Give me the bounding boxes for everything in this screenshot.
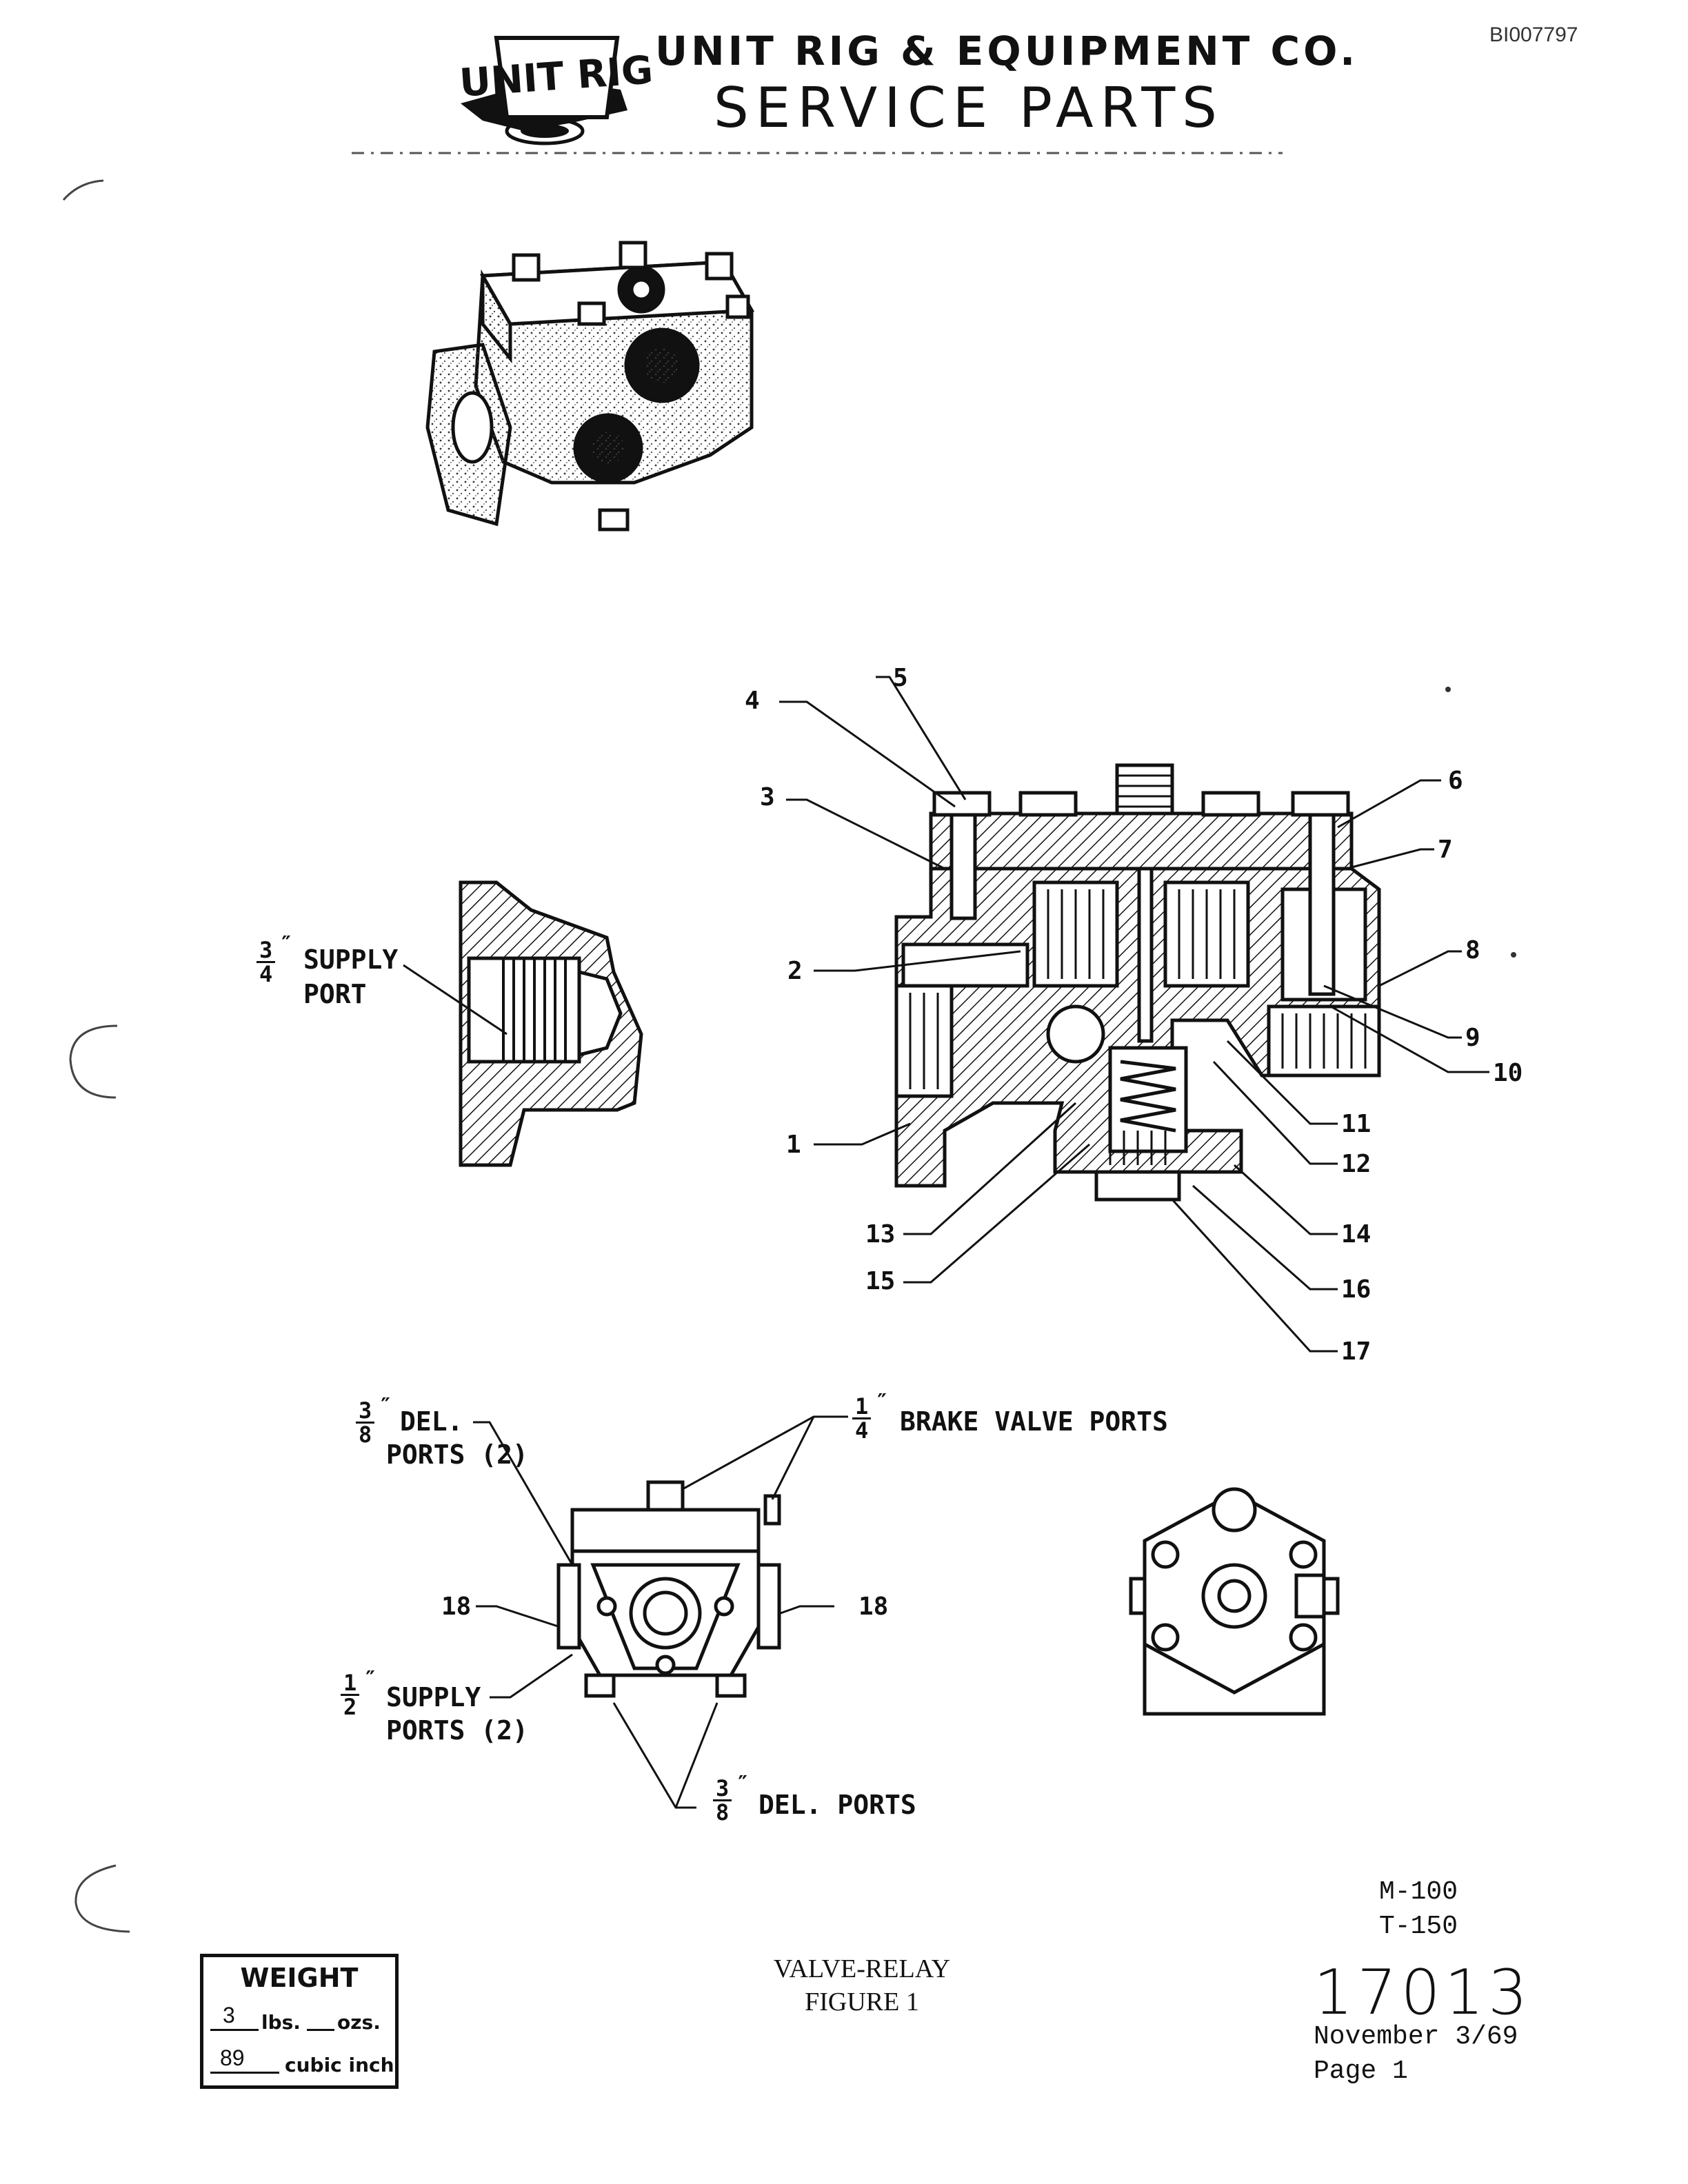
callout-15: 15: [865, 1267, 896, 1295]
page-title: SERVICE PARTS: [714, 76, 1224, 140]
callout-18-left: 18: [441, 1593, 472, 1621]
inch-mark: ″: [736, 1772, 750, 1796]
callout-3: 3: [760, 783, 775, 811]
page-number: Page 1: [1314, 2056, 1408, 2086]
callout-11: 11: [1341, 1110, 1372, 1138]
valve-front-view: [556, 1480, 781, 1698]
ozs-underline: [307, 2029, 334, 2031]
weight-ozs-unit: ozs.: [337, 2011, 381, 2034]
callout-4: 4: [745, 687, 760, 715]
valve-cross-section: [894, 763, 1381, 1202]
valve-iso-illustration: [425, 241, 755, 532]
document-id: BI007797: [1489, 23, 1578, 46]
callout-6: 6: [1448, 767, 1463, 795]
weight-lbs-unit: lbs.: [261, 2011, 301, 2034]
date-block: November 3/69 Page 1: [1314, 2020, 1518, 2089]
callout-18-right: 18: [858, 1593, 889, 1621]
model-list: M-100 T-150: [1379, 1875, 1458, 1944]
model-m100: M-100: [1379, 1877, 1458, 1907]
supply-port-label-2: PORT: [303, 979, 367, 1009]
callout-10: 10: [1493, 1059, 1523, 1087]
brake-valve-fraction: 1 4: [852, 1395, 872, 1442]
figure-caption: VALVE-RELAY FIGURE 1: [758, 1952, 965, 2019]
weight-title: WEIGHT: [240, 1963, 359, 1993]
supply-ports-fraction: 1 2: [341, 1672, 360, 1718]
company-name: UNIT RIG & EQUIPMENT CO.: [655, 28, 1359, 74]
del-ports-label: DEL.: [400, 1406, 463, 1437]
weight-lbs-value: 3: [223, 2003, 235, 2028]
del-ports-bottom-label: DEL. PORTS: [758, 1790, 916, 1820]
callout-12: 12: [1341, 1150, 1372, 1178]
cubic-unit: cubic inch: [285, 2054, 394, 2076]
callout-8: 8: [1465, 936, 1480, 964]
cubic-value: 89: [220, 2045, 245, 2070]
callout-9: 9: [1465, 1024, 1480, 1052]
callout-14: 14: [1341, 1220, 1372, 1248]
callout-2: 2: [787, 957, 803, 985]
inch-mark: ″: [379, 1394, 392, 1418]
callout-7: 7: [1438, 836, 1453, 864]
callout-17: 17: [1341, 1337, 1372, 1366]
binder-holes: [62, 179, 130, 1933]
issue-date: November 3/69: [1314, 2022, 1518, 2052]
supply-port-label: SUPPLY: [303, 944, 399, 975]
weight-box: WEIGHT 3 lbs. ozs. 89 cubic inch: [200, 1954, 399, 2089]
callout-leaders: [779, 676, 1489, 1353]
inch-mark: ″: [876, 1390, 889, 1414]
callout-16: 16: [1341, 1275, 1372, 1304]
caption-line-1: VALVE-RELAY: [773, 1954, 951, 1983]
valve-top-view: [1129, 1487, 1340, 1716]
lbs-underline: [210, 2029, 259, 2031]
part-number: 17013: [1314, 1957, 1532, 2029]
model-t150: T-150: [1379, 1912, 1458, 1941]
unit-rig-logo: UNIT RIG: [458, 36, 654, 145]
supply-ports-label-2: PORTS (2): [386, 1715, 528, 1746]
inch-mark: ″: [280, 932, 293, 956]
del-ports-fraction: 3 8: [356, 1399, 375, 1446]
supply-port-section: [459, 880, 643, 1167]
callout-5: 5: [893, 664, 908, 692]
del-ports-label-2: PORTS (2): [386, 1439, 528, 1470]
supply-port-fraction: 3 4: [257, 939, 276, 985]
callout-1: 1: [786, 1131, 801, 1159]
logo-lettering: UNIT RIG: [458, 48, 654, 105]
caption-line-2: FIGURE 1: [805, 1988, 919, 2016]
callout-13: 13: [865, 1220, 896, 1248]
supply-ports-label: SUPPLY: [386, 1682, 481, 1712]
inch-mark: ″: [364, 1667, 377, 1691]
cubic-underline: [210, 2072, 279, 2074]
del-ports-bottom-fraction: 3 8: [713, 1777, 732, 1823]
front-view-leaders: [473, 1415, 848, 1809]
brake-valve-ports-label: BRAKE VALVE PORTS: [900, 1406, 1168, 1437]
